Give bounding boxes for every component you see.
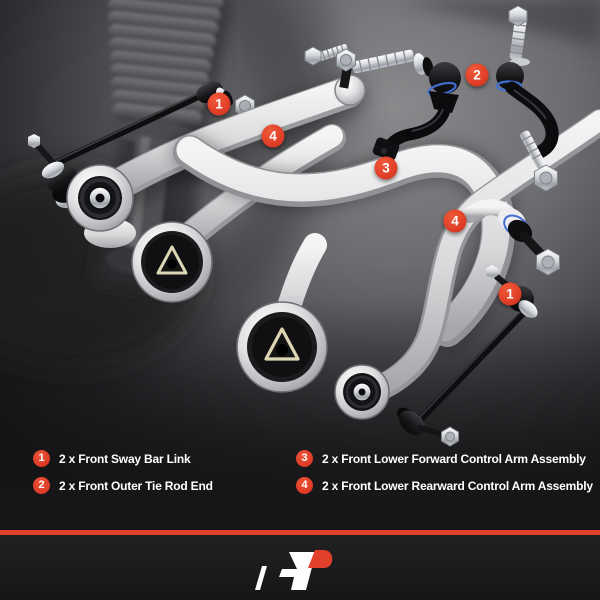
control-arm-rearward-right (334, 109, 600, 420)
control-arm-rearward-left (66, 44, 366, 248)
legend-label: 2 x Front Outer Tie Rod End (59, 478, 213, 493)
legend-item-rearward-arm: 4 2 x Front Lower Rearward Control Arm A… (296, 477, 593, 494)
legend-column-left: 1 2 x Front Sway Bar Link 2 2 x Front Ou… (33, 450, 213, 504)
callout-number: 1 (506, 286, 514, 302)
legend-item-sway-bar-link: 1 2 x Front Sway Bar Link (33, 450, 213, 467)
logo-p-glyph (308, 549, 333, 568)
legend-number: 4 (301, 479, 308, 491)
legend-number-badge: 3 (296, 450, 313, 467)
legend-number: 3 (301, 452, 308, 464)
ball-joint-stud (498, 207, 560, 276)
legend-number-badge: 1 (33, 450, 50, 467)
a-premium-logo (255, 549, 333, 590)
arm-bushing (66, 164, 136, 248)
parts-legend: 1 2 x Front Sway Bar Link 2 2 x Front Ou… (0, 450, 600, 530)
logo-slash (255, 565, 267, 590)
legend-column-right: 3 2 x Front Lower Forward Control Arm As… (296, 450, 593, 504)
callout-number: 4 (451, 213, 459, 229)
arm-bushing (131, 221, 213, 303)
arm-bushing (236, 301, 328, 393)
legend-number-badge: 4 (296, 477, 313, 494)
suspension-kit-photo (0, 0, 600, 535)
callout-4-rearward-arm: 4 (261, 124, 285, 148)
callout-number: 4 (269, 128, 277, 144)
ball-joint (334, 74, 366, 106)
legend-number-badge: 2 (33, 477, 50, 494)
legend-label: 2 x Front Lower Rearward Control Arm Ass… (322, 478, 593, 493)
tie-rod-end-right (495, 5, 559, 192)
coil-spring-strut (94, 0, 232, 296)
callout-number: 1 (215, 96, 223, 112)
ball-stud-bolt (318, 44, 349, 61)
callout-number: 3 (382, 160, 390, 176)
legend-item-tie-rod-end: 2 2 x Front Outer Tie Rod End (33, 477, 213, 494)
legend-label: 2 x Front Sway Bar Link (59, 451, 191, 466)
legend-number: 1 (38, 452, 45, 464)
legend-label: 2 x Front Lower Forward Control Arm Asse… (322, 451, 586, 466)
legend-number: 2 (38, 479, 45, 491)
footer-bar (0, 535, 600, 600)
callout-1-sway-bar-link: 1 (207, 92, 231, 116)
callout-2-tie-rod-end: 2 (465, 63, 489, 87)
arm-bushing (334, 364, 390, 420)
callout-1-sway-bar-link: 1 (498, 282, 522, 306)
tie-rod-end-left (336, 48, 461, 161)
legend-item-forward-arm: 3 2 x Front Lower Forward Control Arm As… (296, 450, 593, 467)
link-stud-nut (28, 134, 40, 148)
callout-4-rearward-arm: 4 (443, 209, 467, 233)
callout-3-forward-arm: 3 (374, 156, 398, 180)
callout-number: 2 (473, 67, 481, 83)
red-divider-line (0, 530, 600, 535)
logo-a-glyph (279, 551, 316, 590)
sway-bar-link-right (397, 265, 538, 447)
